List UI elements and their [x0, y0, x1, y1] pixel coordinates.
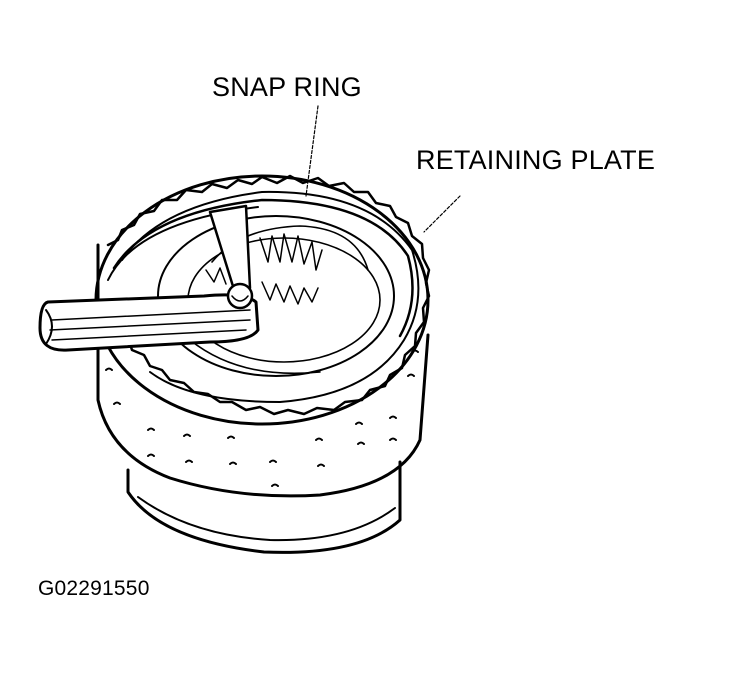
- spline-rim: [106, 174, 431, 416]
- compressor-tool: [38, 204, 260, 352]
- drum-base: [126, 460, 402, 554]
- snap-ring-label: SNAP RING: [212, 72, 362, 102]
- retaining-plate-label: RETAINING PLATE: [416, 145, 656, 175]
- drum-holes: [105, 349, 419, 487]
- figure-code: G02291550: [38, 577, 150, 600]
- leader-lines: [305, 105, 461, 233]
- spring-teeth: [205, 233, 323, 305]
